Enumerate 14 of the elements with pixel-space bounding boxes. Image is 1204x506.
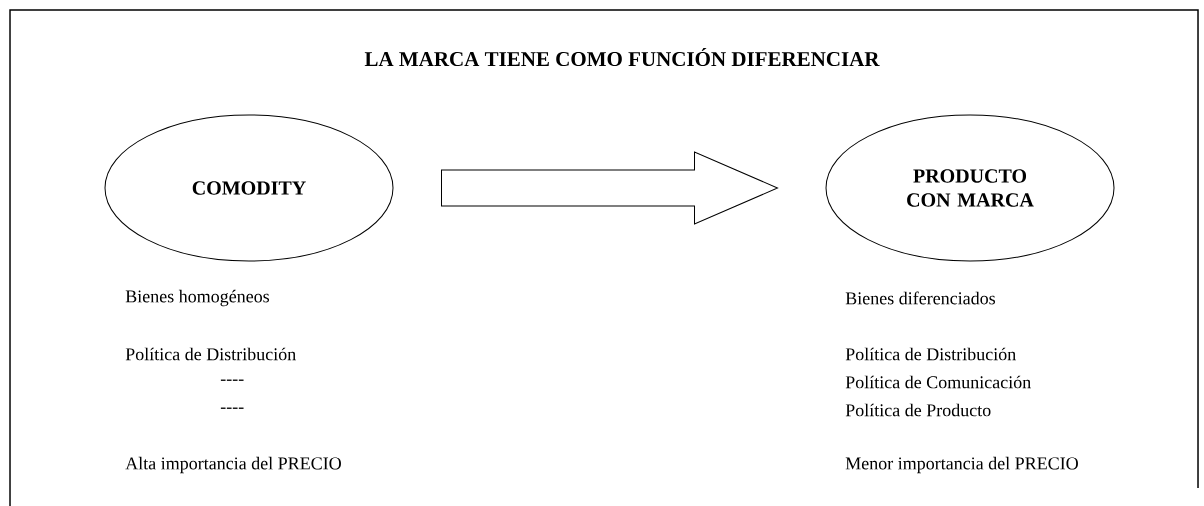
text-line: Bienes diferenciados bbox=[845, 291, 995, 305]
text-line: Menor importancia del PRECIO bbox=[845, 456, 1078, 474]
text-line: Política de Distribución bbox=[845, 347, 1016, 361]
text-line: Política de Distribución bbox=[125, 347, 296, 361]
text-line: Política de Comunicación bbox=[845, 375, 1031, 389]
block-arrow bbox=[441, 151, 778, 225]
text-line: Bienes homogéneos bbox=[125, 289, 270, 307]
text-line: Política de Producto bbox=[845, 403, 991, 417]
ellipse-node: PRODUCTO CON MARCA bbox=[825, 114, 1115, 262]
title: LA MARCA TIENE COMO FUNCIÓN DIFERENCIAR bbox=[364, 47, 880, 67]
text-line: ---- bbox=[220, 379, 244, 381]
ellipse-node: COMODITY bbox=[104, 114, 394, 262]
text-line: ---- bbox=[220, 407, 244, 409]
text-line: Alta importancia del PRECIO bbox=[125, 456, 341, 474]
